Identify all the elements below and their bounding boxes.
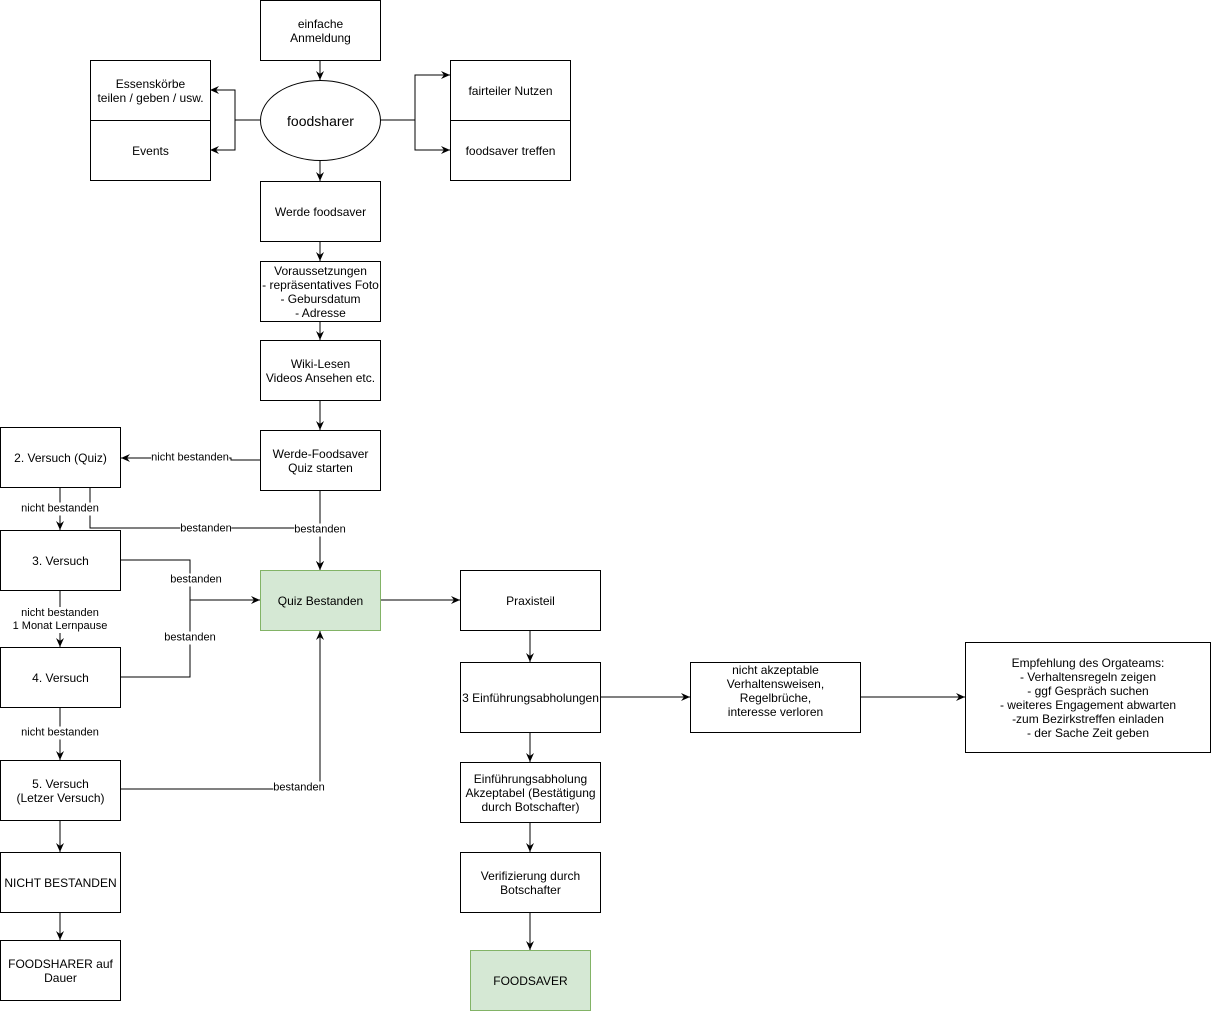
node-werde-foodsaver[interactable]: Werde foodsaver bbox=[260, 181, 381, 242]
node-praxisteil[interactable]: Praxisteil bbox=[460, 570, 601, 631]
edge-label: nicht bestanden bbox=[21, 726, 99, 740]
node-events[interactable]: Events bbox=[90, 120, 211, 181]
node-versuch-3[interactable]: 3. Versuch bbox=[0, 530, 121, 591]
node-versuch-5[interactable]: 5. Versuch (Letzer Versuch) bbox=[0, 760, 121, 821]
connector-arrow bbox=[120, 631, 324, 790]
node-nicht-bestanden[interactable]: NICHT BESTANDEN bbox=[0, 852, 121, 913]
node-fairteiler[interactable]: fairteiler Nutzen bbox=[450, 60, 571, 121]
node-nicht-akzeptabel[interactable]: nicht akzeptable Verhaltensweisen, Regel… bbox=[690, 662, 861, 733]
edge-label: bestanden bbox=[180, 522, 232, 536]
node-voraussetzungen[interactable]: Voraussetzungen - repräsentatives Foto -… bbox=[260, 261, 381, 322]
edge-label: nicht bestanden 1 Monat Lernpause bbox=[12, 607, 108, 633]
connector-arrow bbox=[414, 120, 450, 154]
node-foodsharer[interactable]: foodsharer bbox=[260, 80, 381, 161]
node-foodsharer-auf-dauer[interactable]: FOODSHARER auf Dauer bbox=[0, 940, 121, 1001]
edge-label: bestanden bbox=[294, 523, 346, 537]
edge-label: bestanden bbox=[170, 573, 222, 587]
connector-arrow bbox=[210, 120, 236, 154]
node-essenskoerbe[interactable]: Essenskörbe teilen / geben / usw. bbox=[90, 60, 211, 121]
node-empfehlung-orgateam[interactable]: Empfehlung des Orgateams: - Verhaltensre… bbox=[965, 642, 1211, 753]
edge-label: nicht bestanden bbox=[151, 451, 229, 465]
node-versuch-4[interactable]: 4. Versuch bbox=[0, 647, 121, 708]
node-verifizierung[interactable]: Verifizierung durch Botschafter bbox=[460, 852, 601, 913]
edge-label: bestanden bbox=[164, 631, 216, 645]
node-wiki[interactable]: Wiki-Lesen Videos Ansehen etc. bbox=[260, 340, 381, 401]
node-foodsaver[interactable]: FOODSAVER bbox=[470, 950, 591, 1011]
connector-arrow bbox=[210, 86, 260, 121]
node-einfuehrungsabholungen[interactable]: 3 Einführungsabholungen bbox=[460, 662, 601, 733]
connector-arrow bbox=[120, 600, 191, 678]
connector-arrow bbox=[380, 71, 450, 121]
node-quiz-starten[interactable]: Werde-Foodsaver Quiz starten bbox=[260, 430, 381, 491]
edge-label: bestanden bbox=[273, 781, 325, 795]
edge-label: nicht bestanden bbox=[21, 502, 99, 516]
node-einfache-anmeldung[interactable]: einfache Anmeldung bbox=[260, 0, 381, 61]
node-quiz-bestanden[interactable]: Quiz Bestanden bbox=[260, 570, 381, 631]
node-foodsaver-treffen[interactable]: foodsaver treffen bbox=[450, 120, 571, 181]
node-einfuehrung-akzeptabel[interactable]: Einführungsabholung Akzeptabel (Bestätig… bbox=[460, 762, 601, 823]
node-versuch-2[interactable]: 2. Versuch (Quiz) bbox=[0, 427, 121, 488]
